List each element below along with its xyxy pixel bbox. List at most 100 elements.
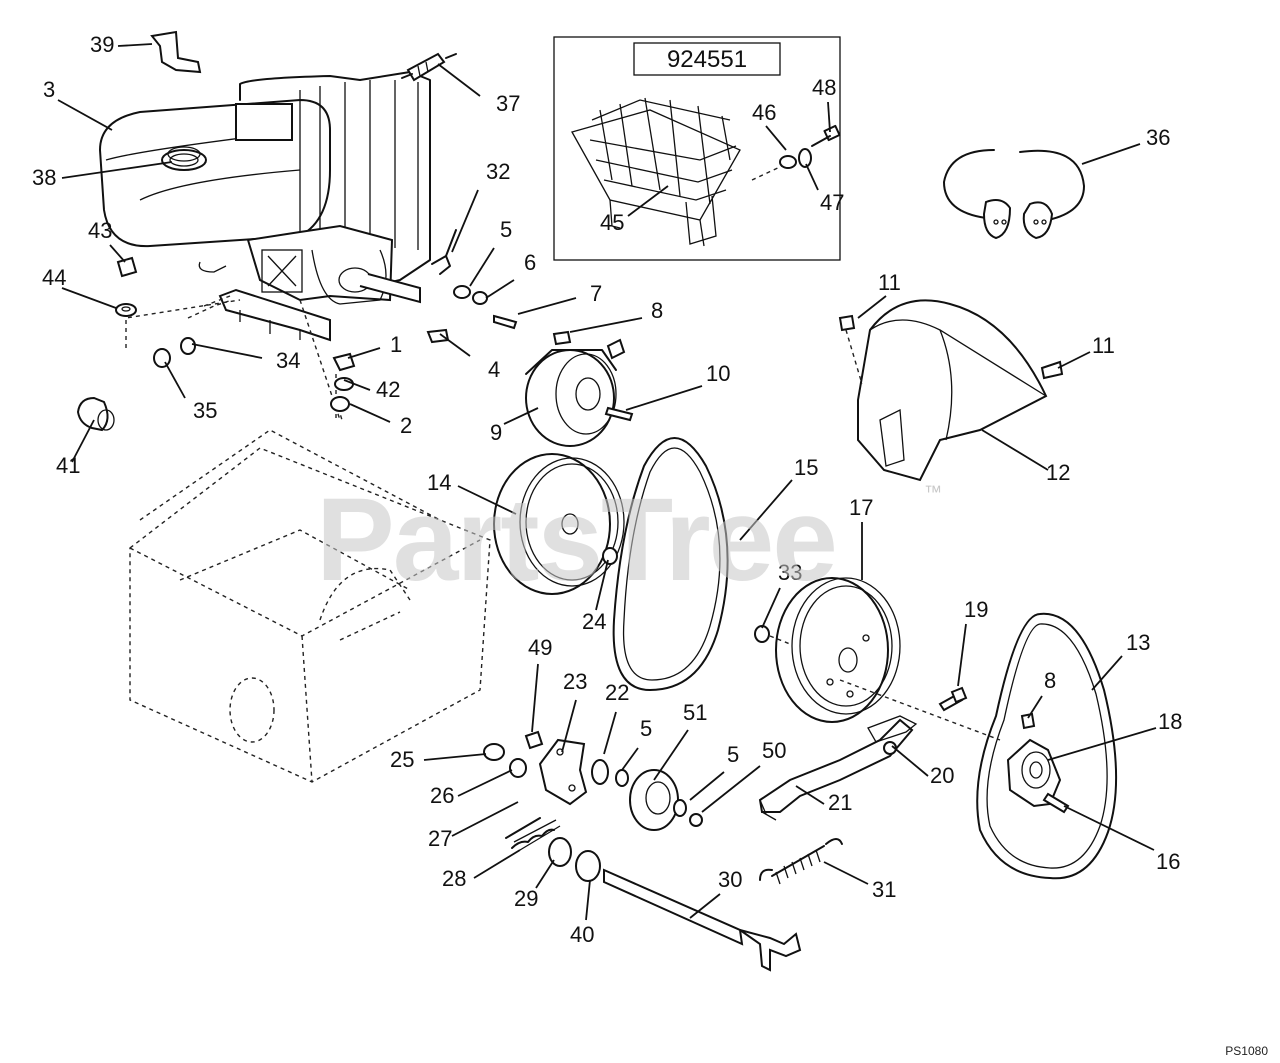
leader-line-c8b [1027, 695, 1043, 719]
leader-line-c46 [765, 125, 787, 151]
leader-line-c30 [689, 893, 721, 919]
leader-line-c26 [457, 769, 513, 797]
leader-line-c43 [109, 244, 126, 263]
callout-label-c24: 24 [582, 609, 606, 634]
leader-line-c49 [531, 663, 539, 733]
leader-line-c4 [439, 333, 471, 357]
callout-label-c42: 42 [376, 377, 400, 402]
callout-label-c38: 38 [32, 165, 56, 190]
wire-basket-part [571, 97, 741, 247]
callout-label-c23: 23 [563, 669, 587, 694]
callout-label-c50: 50 [762, 738, 786, 763]
callout-label-c33: 33 [778, 560, 802, 585]
leader-line-c36 [1081, 143, 1141, 165]
callout-label-c8a: 8 [651, 298, 663, 323]
leader-line-c47 [805, 163, 819, 191]
callout-label-c48: 48 [812, 75, 836, 100]
leader-line-c7 [517, 297, 577, 315]
callout-label-c47: 47 [820, 190, 844, 215]
belt-cover-part [838, 299, 1064, 482]
leader-line-c29 [535, 859, 555, 889]
callout-label-c51: 51 [683, 700, 707, 725]
callout-leaders [57, 43, 1157, 921]
callout-label-c34: 34 [276, 348, 300, 373]
callout-label-c36: 36 [1146, 125, 1170, 150]
callout-label-c32: 32 [486, 159, 510, 184]
callout-label-c21: 21 [828, 790, 852, 815]
leader-line-c27 [451, 801, 519, 837]
callout-label-c13: 13 [1126, 630, 1150, 655]
leader-line-c11a [857, 295, 887, 319]
callout-label-c40: 40 [570, 922, 594, 947]
callout-label-c31: 31 [872, 877, 896, 902]
callout-label-c7: 7 [590, 281, 602, 306]
leader-line-c6 [485, 279, 515, 299]
callout-label-c17: 17 [849, 495, 873, 520]
leader-line-c37 [437, 63, 481, 97]
traction-belt-part [976, 612, 1118, 880]
leader-line-c18 [1047, 727, 1157, 761]
callout-label-c39: 39 [90, 32, 114, 57]
leader-line-c8a [569, 317, 643, 333]
auger-housing-part [129, 429, 491, 783]
idler-bracket-part [758, 715, 918, 821]
bolt-19-part [938, 686, 968, 712]
callout-label-c1: 1 [390, 332, 402, 357]
leader-line-c42 [343, 379, 371, 391]
leader-line-c16 [1063, 805, 1155, 851]
leader-line-c33 [761, 587, 781, 629]
leader-line-c44 [61, 287, 117, 309]
leader-line-c39 [117, 43, 153, 47]
leader-line-c38 [61, 161, 173, 179]
spark-plug-part [401, 52, 457, 82]
callout-label-c28: 28 [442, 866, 466, 891]
watermark-trademark: ™ [924, 482, 942, 502]
callout-label-c35: 35 [193, 398, 217, 423]
fuel-cap-part [169, 153, 199, 167]
inset-box: 924551 [553, 36, 841, 261]
leader-line-c15 [739, 479, 793, 541]
leader-line-c31 [823, 861, 869, 885]
drawing-code: PS1080 [1225, 1044, 1268, 1058]
drive-pulley-part [754, 577, 1001, 741]
callout-label-c12: 12 [1046, 460, 1070, 485]
callout-label-c45: 45 [600, 210, 624, 235]
callout-label-c19: 19 [964, 597, 988, 622]
leader-line-c50 [701, 765, 761, 813]
callout-label-c16: 16 [1156, 849, 1180, 874]
callout-label-c41: 41 [56, 453, 80, 478]
leader-line-c19 [957, 623, 967, 687]
hardware-left-part [76, 256, 196, 432]
bushing-part [548, 837, 601, 882]
leader-line-c14 [457, 485, 517, 515]
callout-label-c37: 37 [496, 91, 520, 116]
callout-label-c22: 22 [605, 680, 629, 705]
leader-line-c23 [561, 699, 577, 753]
leader-line-c24 [595, 559, 609, 611]
callout-label-c5b: 5 [640, 716, 652, 741]
leader-line-c51 [653, 729, 689, 781]
leader-line-c10 [625, 385, 703, 411]
callout-label-c5c: 5 [727, 742, 739, 767]
callout-label-c8b: 8 [1044, 668, 1056, 693]
engine-pulley-part [525, 330, 634, 447]
leader-line-c22 [603, 711, 617, 755]
callout-label-c14: 14 [427, 470, 451, 495]
callout-label-c43: 43 [88, 218, 112, 243]
leader-line-c1 [347, 347, 381, 359]
leader-line-c12 [981, 429, 1049, 471]
callout-label-c29: 29 [514, 886, 538, 911]
auger-belt-part [612, 437, 729, 691]
callout-label-c11b: 11 [1092, 333, 1115, 358]
leader-line-c48 [827, 101, 831, 133]
leader-line-c32 [451, 189, 479, 253]
leader-line-c13 [1091, 655, 1123, 691]
leader-line-c21 [795, 785, 825, 805]
leader-line-c25 [423, 753, 487, 761]
auger-pulley-part [493, 453, 625, 595]
callout-label-c20: 20 [930, 763, 954, 788]
shift-rod-part [603, 868, 802, 972]
leader-line-c20 [891, 745, 929, 777]
callout-label-c10: 10 [706, 361, 730, 386]
